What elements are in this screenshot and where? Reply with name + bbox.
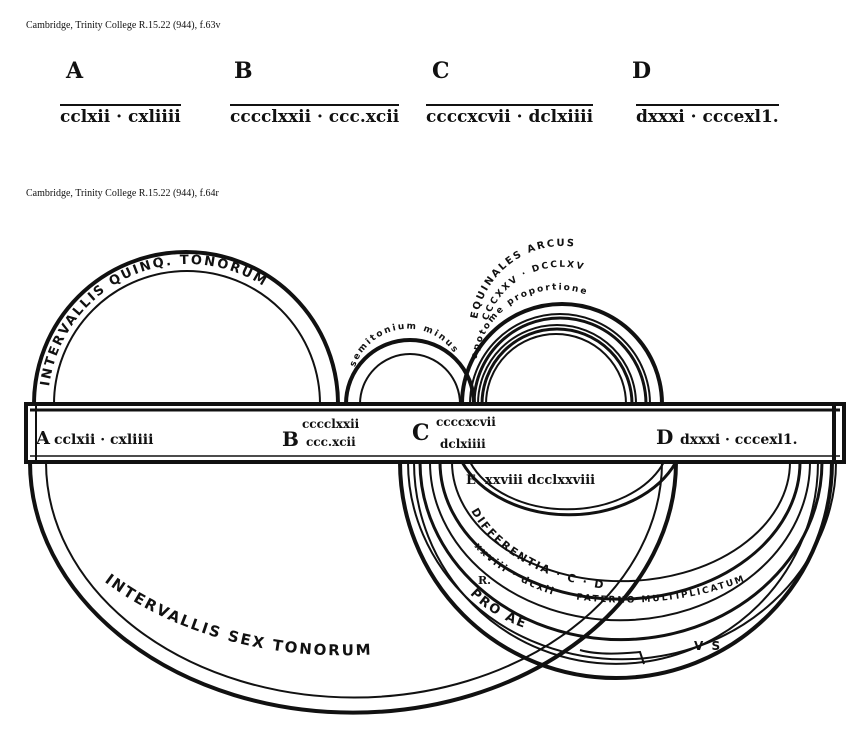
column-letter-a: A — [66, 58, 84, 84]
column-letter-b: B — [234, 58, 253, 84]
label-vs: V S — [694, 639, 722, 653]
upper-arcs — [32, 250, 664, 405]
label-semitonium-minus: semitonium minus — [348, 322, 460, 369]
bar-value-c-bottom: dclxiiii — [440, 437, 486, 451]
column-letter-c: C — [432, 58, 450, 84]
label-intervallis-sex: INTERVALLIS SEX TONORUM — [102, 570, 373, 659]
bar-letter-d: D — [656, 425, 673, 449]
column-value-c: ccccxcvii · dclxiiii — [426, 104, 594, 127]
flourish-mark — [579, 649, 645, 665]
main-bar — [24, 402, 846, 464]
label-r-small: R. — [478, 574, 491, 587]
column-value-d: dxxxi · cccexl1. — [636, 104, 779, 127]
bar-value-c-top: ccccxcvii — [436, 415, 496, 429]
column-letter-d: D — [632, 58, 652, 84]
caption-f64r: Cambridge, Trinity College R.15.22 (944)… — [26, 188, 219, 199]
column-value-a: cclxii · cxliiii — [60, 104, 181, 127]
caption-f63v: Cambridge, Trinity College R.15.22 (944)… — [26, 20, 221, 31]
bar-letter-c: C — [412, 420, 430, 446]
bar-letter-b: B — [282, 427, 299, 451]
label-intervallis-quinque: INTERVALLIS QUINQ. TONORUM — [38, 253, 270, 387]
bar-value-d: dxxxi · cccexl1. — [680, 432, 798, 448]
lower-arcs — [28, 461, 837, 715]
bar-value-b-bottom: ccc.xcii — [306, 435, 356, 449]
bar-value-a: cclxii · cxliiii — [54, 432, 153, 448]
bar-value-b-top: cccclxxii — [302, 417, 360, 431]
label-e-value: E. xxviii dcclxxviii — [466, 473, 595, 488]
column-value-b: cccclxxii · ccc.xcii — [230, 104, 400, 127]
bar-letter-a: A — [35, 428, 51, 449]
